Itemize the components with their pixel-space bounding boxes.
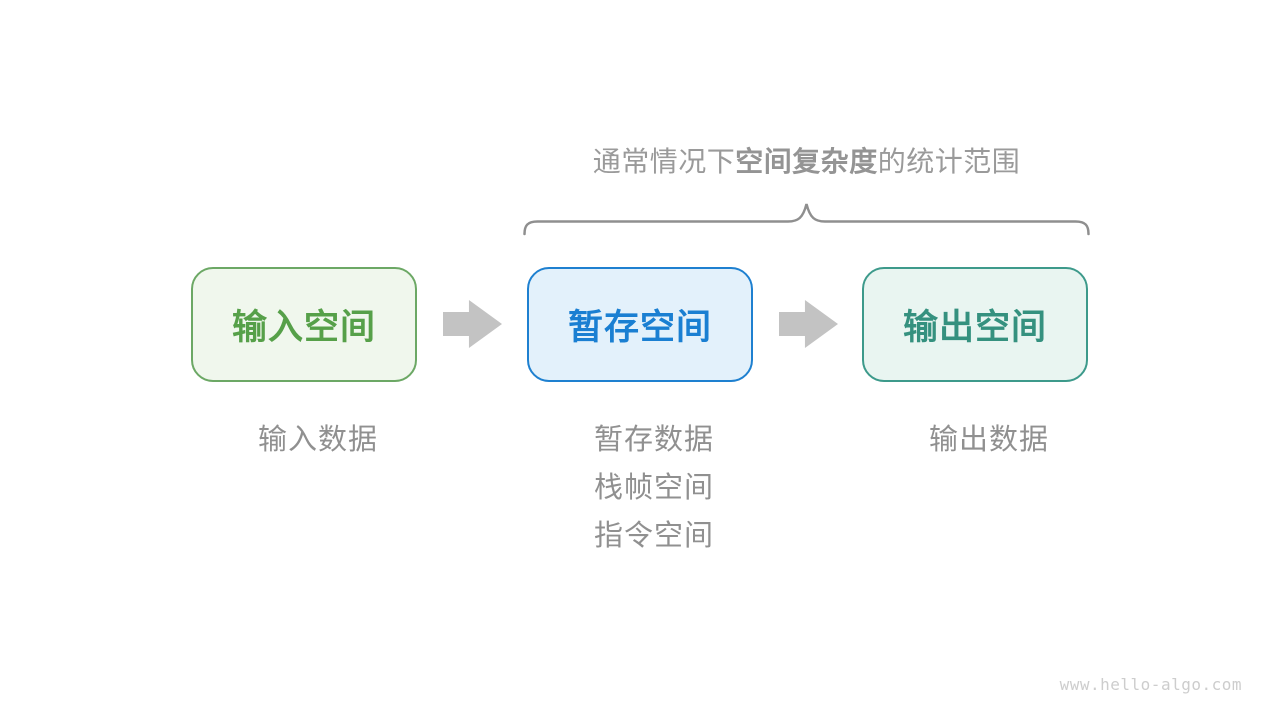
note-temp-data: 暂存数据: [593, 424, 714, 456]
scope-brace: [523, 201, 1090, 237]
note-stack-frame-space: 栈帧空间: [593, 472, 714, 504]
box-temp-space-label: 暂存空间: [567, 308, 712, 347]
box-output-space: 输出空间: [862, 267, 1088, 382]
note-instruction-space: 指令空间: [593, 520, 714, 552]
title-bold-term: 空间复杂度: [735, 146, 878, 177]
box-input-space-label: 输入空间: [231, 308, 376, 347]
box-input-space: 输入空间: [191, 267, 417, 382]
title-prefix: 通常情况下: [592, 146, 736, 177]
arrow-right-icon: [779, 300, 838, 348]
diagram-title: 通常情况下空间复杂度的统计范围: [523, 146, 1090, 178]
title-suffix: 的统计范围: [877, 146, 1021, 177]
note-output-data: 输出数据: [928, 424, 1049, 456]
watermark-url: www.hello-algo.com: [1059, 675, 1242, 694]
box-output-space-label: 输出空间: [902, 308, 1047, 347]
note-input-data: 输入数据: [257, 424, 378, 456]
arrow-right-icon: [443, 300, 502, 348]
box-temp-space: 暂存空间: [527, 267, 753, 382]
curly-brace-icon: [523, 203, 1090, 236]
